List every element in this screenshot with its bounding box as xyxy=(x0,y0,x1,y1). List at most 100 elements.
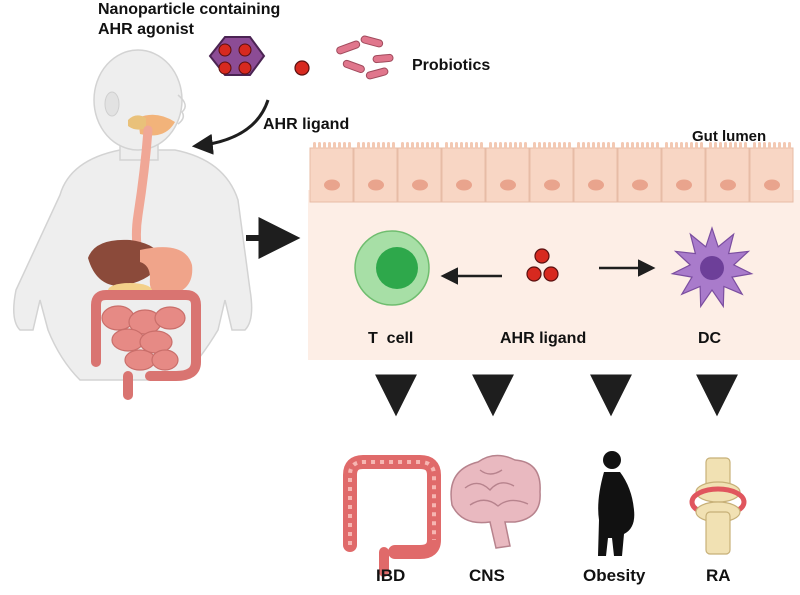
microvillus xyxy=(480,142,483,149)
microvillus xyxy=(533,142,536,149)
microvillus xyxy=(387,142,390,149)
microvillus xyxy=(763,142,766,149)
microvillus xyxy=(543,142,546,149)
microvillus xyxy=(318,142,321,149)
ahr-ligand-intake-label: AHR ligand xyxy=(263,116,350,133)
microvillus xyxy=(612,142,615,149)
microvillus xyxy=(445,142,448,149)
nanoparticle-icon xyxy=(208,36,266,76)
enterocyte-nucleus xyxy=(500,179,516,191)
microvillus xyxy=(577,142,580,149)
nanoparticle-label-line1: Nanoparticle containing xyxy=(98,1,281,18)
microvillus xyxy=(328,142,331,149)
microvillus xyxy=(651,142,654,149)
enterocyte-nucleus xyxy=(764,179,780,191)
probiotics-label: Probiotics xyxy=(412,57,491,74)
enterocyte-nucleus xyxy=(412,179,428,191)
enterocyte-nucleus xyxy=(588,179,604,191)
microvillus xyxy=(436,142,439,149)
microvillus xyxy=(734,142,737,149)
gut-lumen-label: Gut lumen xyxy=(692,128,767,145)
microvillus xyxy=(739,142,742,149)
enterocyte-nucleus xyxy=(456,179,472,191)
microvillus xyxy=(465,142,468,149)
microvillus xyxy=(470,142,473,149)
microvillus xyxy=(675,142,678,149)
microvillus xyxy=(372,142,375,149)
microvillus xyxy=(656,142,659,149)
ahr-ligand-label: AHR ligand xyxy=(500,330,587,347)
microvillus xyxy=(621,142,624,149)
microvillus xyxy=(758,142,761,149)
microvillus xyxy=(323,142,326,149)
probiotics-icon xyxy=(336,35,394,80)
microvillus xyxy=(641,142,644,149)
dendritic-cell-icon xyxy=(670,226,754,309)
outcome-label-obesity: Obesity xyxy=(583,566,646,585)
microvillus xyxy=(607,142,610,149)
microvillus xyxy=(646,142,649,149)
microvillus xyxy=(592,142,595,149)
microvillus xyxy=(568,142,571,149)
microvillus xyxy=(626,142,629,149)
nanoparticle-label-line2: AHR agonist xyxy=(98,21,194,38)
microvillus xyxy=(670,142,673,149)
microvillus xyxy=(665,142,668,149)
enterocyte-cell xyxy=(617,147,662,203)
microvillus xyxy=(788,142,791,149)
enterocyte-cell xyxy=(441,147,486,203)
human-body-illustration xyxy=(13,49,253,400)
microvillus xyxy=(519,142,522,149)
microvillus xyxy=(729,142,732,149)
obesity-silhouette-icon xyxy=(598,451,635,556)
microvillus xyxy=(558,142,561,149)
joint-icon xyxy=(689,457,747,555)
microvillus xyxy=(343,142,346,149)
outcome-label-cns: CNS xyxy=(469,566,505,585)
microvillus xyxy=(431,142,434,149)
microvillus xyxy=(406,142,409,149)
microvillus xyxy=(582,142,585,149)
microvillus xyxy=(421,142,424,149)
t-cell-label: T cell xyxy=(368,330,414,347)
microvillus xyxy=(700,142,703,149)
microvillus xyxy=(744,142,747,149)
t-cell-icon xyxy=(354,230,430,306)
microvillus xyxy=(783,142,786,149)
outcome-label-ra: RA xyxy=(706,566,731,585)
microvillus xyxy=(475,142,478,149)
microvillus xyxy=(455,142,458,149)
microvillus xyxy=(489,142,492,149)
microvillus xyxy=(563,142,566,149)
microvillus xyxy=(685,142,688,149)
microvillus xyxy=(597,142,600,149)
microvillus xyxy=(382,142,385,149)
microvillus xyxy=(602,142,605,149)
microvillus xyxy=(709,142,712,149)
microvillus xyxy=(348,142,351,149)
enterocyte-nucleus xyxy=(720,179,736,191)
enterocyte-nucleus xyxy=(544,179,560,191)
microvillus xyxy=(377,142,380,149)
enterocyte-cell xyxy=(529,147,574,203)
microvillus xyxy=(631,142,634,149)
enterocyte-cell xyxy=(397,147,442,203)
microvillus xyxy=(538,142,541,149)
microvillus xyxy=(504,142,507,149)
microvillus xyxy=(680,142,683,149)
intake-arrow xyxy=(191,99,270,155)
brain-icon xyxy=(450,454,541,549)
microvillus xyxy=(426,142,429,149)
microvillus xyxy=(636,142,639,149)
microvillus xyxy=(357,142,360,149)
enterocyte-nucleus xyxy=(324,179,340,191)
ahr-ligand-dot-icon xyxy=(294,60,310,76)
ahr-ligand-cluster-icon xyxy=(526,248,559,282)
microvillus xyxy=(719,142,722,149)
microvillus xyxy=(367,142,370,149)
microvillus xyxy=(768,142,771,149)
microvillus xyxy=(450,142,453,149)
microvillus xyxy=(509,142,512,149)
microvillus xyxy=(499,142,502,149)
